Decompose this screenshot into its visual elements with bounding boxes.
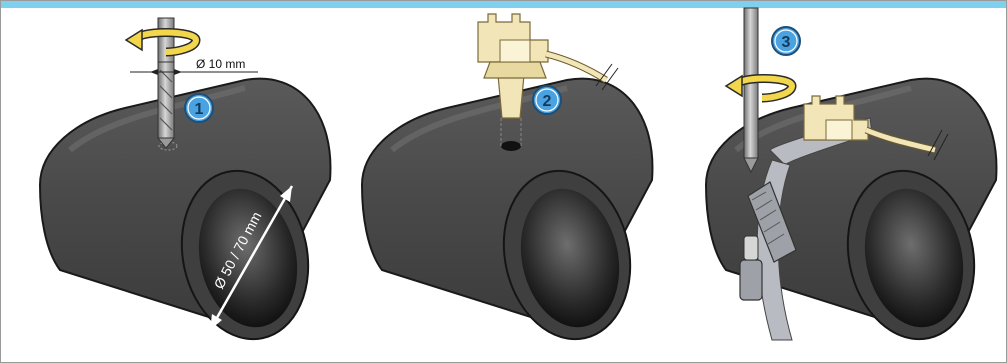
diagram-frame: [0, 0, 1007, 363]
